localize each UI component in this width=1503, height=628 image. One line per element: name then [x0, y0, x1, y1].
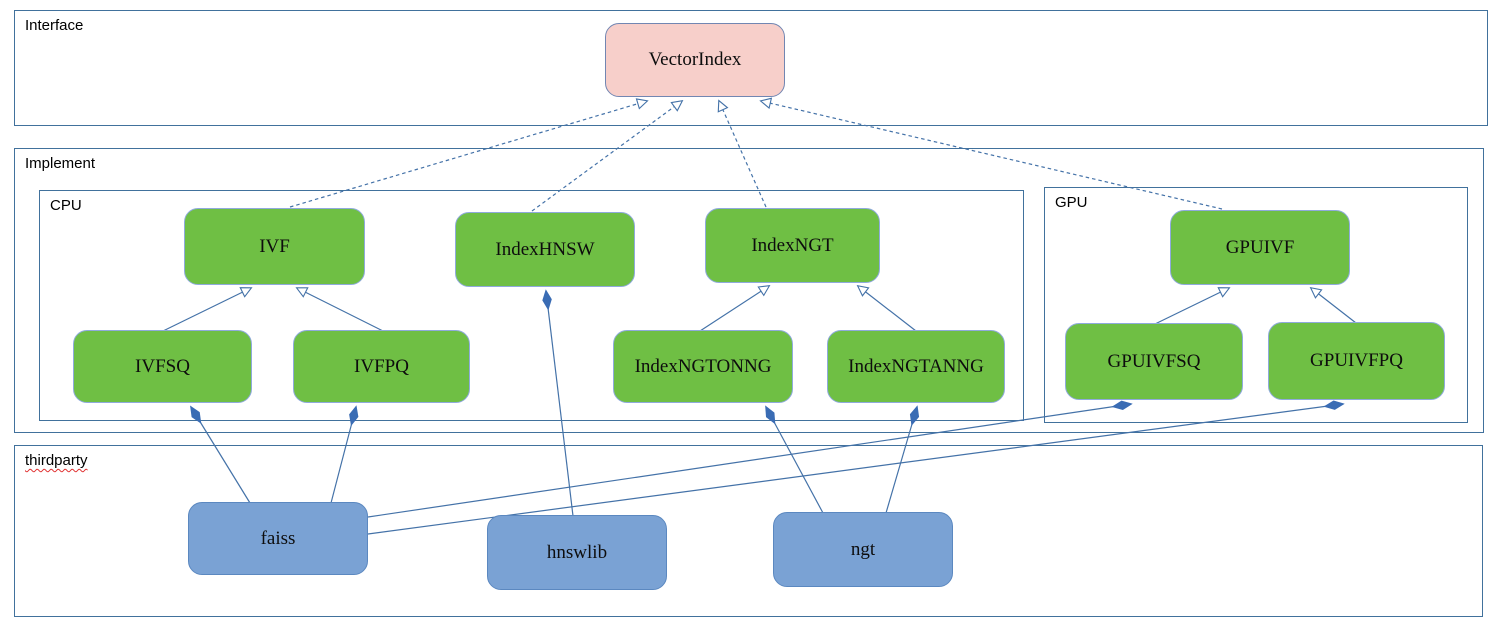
node-gpuivf[interactable]: GPUIVF	[1170, 210, 1350, 285]
node-vectorindex-label: VectorIndex	[648, 49, 742, 70]
node-gpuivfsq[interactable]: GPUIVFSQ	[1065, 323, 1243, 400]
node-ivfpq-label: IVFPQ	[354, 355, 409, 377]
node-ngt-label: ngt	[850, 538, 876, 560]
container-thirdparty-label: thirdparty	[25, 452, 88, 469]
node-faiss-label: faiss	[260, 527, 296, 549]
node-indexngt-label: IndexNGT	[751, 234, 834, 256]
node-indexngtonng[interactable]: IndexNGTONNG	[613, 330, 793, 403]
node-indexngtanng[interactable]: IndexNGTANNG	[827, 330, 1005, 403]
container-cpu-label: CPU	[50, 197, 82, 214]
node-indexhnsw[interactable]: IndexHNSW	[455, 212, 635, 287]
node-faiss[interactable]: faiss	[188, 502, 368, 575]
node-gpuivf-label: GPUIVF	[1225, 236, 1295, 258]
node-indexngtonng-label: IndexNGTONNG	[634, 355, 772, 377]
node-indexngtanng-label: IndexNGTANNG	[848, 355, 984, 377]
container-implement-label: Implement	[25, 155, 96, 172]
node-indexngt[interactable]: IndexNGT	[705, 208, 880, 283]
node-ivfpq[interactable]: IVFPQ	[293, 330, 470, 403]
node-indexhnsw-label: IndexHNSW	[495, 238, 595, 260]
node-gpuivfpq[interactable]: GPUIVFPQ	[1268, 322, 1445, 400]
node-hnswlib[interactable]: hnswlib	[487, 515, 667, 590]
node-ivfsq[interactable]: IVFSQ	[73, 330, 252, 403]
node-hnswlib-label: hnswlib	[546, 541, 608, 563]
container-interface-label: Interface	[25, 17, 84, 34]
node-ivf-label: IVF	[259, 235, 290, 257]
node-ivf[interactable]: IVF	[184, 208, 365, 285]
node-vectorindex[interactable]: VectorIndex	[605, 23, 785, 97]
node-gpuivfpq-label: GPUIVFPQ	[1310, 350, 1403, 371]
node-gpuivfsq-label: GPUIVFSQ	[1107, 350, 1201, 372]
node-ngt[interactable]: ngt	[773, 512, 953, 587]
node-ivfsq-label: IVFSQ	[135, 355, 190, 377]
